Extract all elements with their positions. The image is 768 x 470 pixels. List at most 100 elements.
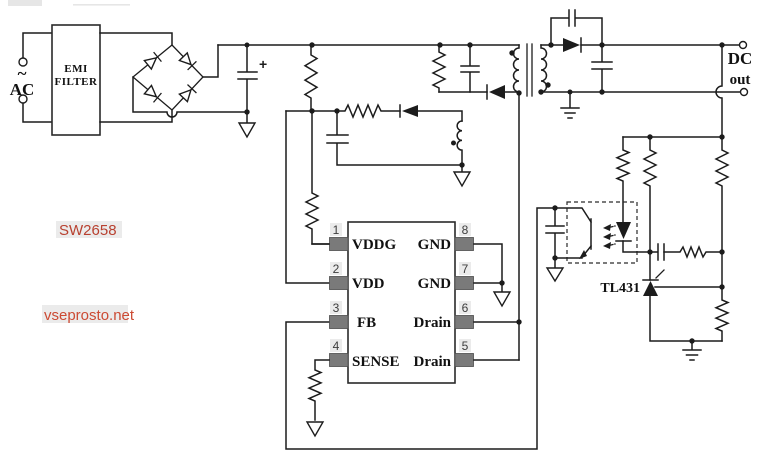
ground-earth-symbol <box>682 340 702 361</box>
pin4-number: 4 <box>333 339 340 353</box>
secondary-winding <box>540 44 548 93</box>
pad-pin3 <box>329 315 349 329</box>
clamp-resistor <box>431 44 447 93</box>
wire-drain-pins <box>473 321 520 361</box>
bridge-diode-br <box>178 84 197 103</box>
ic-body <box>347 221 456 384</box>
startup-resistor <box>303 44 319 112</box>
watermarks: SW2658 vseprosto.net <box>42 221 135 324</box>
divider-bottom-resistor <box>714 286 730 342</box>
aux-diode <box>402 105 418 117</box>
pad-pin7 <box>454 276 474 290</box>
primary-polarity-dot <box>509 50 515 56</box>
emi-label-1: EMI <box>64 63 88 75</box>
pad-pin8 <box>454 237 474 251</box>
aux-resistor <box>336 103 401 119</box>
aux-winding <box>456 120 463 166</box>
pin5-number: 5 <box>462 339 469 353</box>
scan-artifact <box>8 0 42 6</box>
led-bias-resistor <box>615 136 631 223</box>
ac-tilde: ~ <box>18 64 27 83</box>
feedback-rail <box>615 134 730 253</box>
series-resistor <box>663 244 723 260</box>
opto-filter-cap <box>545 207 565 259</box>
rcd-clamp <box>431 44 520 100</box>
hv-bus-rail <box>217 42 520 48</box>
ground-symbol <box>492 291 512 308</box>
wire-dc-minus <box>132 76 248 118</box>
optocoupler-box <box>566 201 638 264</box>
ac-label: AC <box>10 80 35 99</box>
clamp-capacitor <box>460 44 480 93</box>
pad-pin6 <box>454 315 474 329</box>
wire-vdd-pin <box>285 110 330 284</box>
emitter-arrow <box>579 250 587 259</box>
light-arrows <box>603 224 616 249</box>
wire <box>22 102 53 123</box>
bridge-diode-bl <box>143 84 162 103</box>
resistor <box>303 44 319 112</box>
bulk-capacitor: + <box>237 44 267 139</box>
pin2-number: 2 <box>333 262 340 276</box>
plus-sign: + <box>259 56 267 72</box>
vddg-resistor <box>304 110 330 245</box>
parallel-resistor <box>642 136 658 253</box>
highlight <box>56 221 122 238</box>
output-capacitor <box>591 44 613 93</box>
part-number-label: SW2658 <box>59 222 117 239</box>
diode-snubber-cap <box>550 9 603 46</box>
wire <box>99 32 173 46</box>
ac-terminal-bottom <box>18 94 28 104</box>
pin8-number: 8 <box>462 223 469 237</box>
scan-artifact-line <box>73 4 130 6</box>
primary-winding <box>512 44 520 93</box>
clamp-diode <box>489 85 505 99</box>
ic-pin-wiring <box>305 243 522 438</box>
wire-gnd-pins <box>473 243 503 284</box>
vdd-capacitor <box>326 110 463 166</box>
tl431-label: TL431 <box>600 281 640 296</box>
output-rectifier <box>538 9 741 119</box>
tl431-symbol <box>643 281 658 296</box>
series-cap <box>649 243 665 261</box>
pin7-number: 7 <box>462 262 469 276</box>
bulk-cap <box>237 44 258 113</box>
ground-symbol <box>545 267 565 283</box>
emi-label-2: FILTER <box>55 76 99 88</box>
dc-output-terminals: DC out <box>715 40 752 138</box>
pin3-label: FB <box>357 315 376 331</box>
emi-filter: EMI FILTER <box>51 24 173 136</box>
site-watermark: vseprosto.net <box>44 307 135 324</box>
ground-symbol <box>452 171 472 188</box>
pin2-label: VDD <box>352 276 385 292</box>
pin8-label: GND <box>418 237 452 253</box>
tl431-ref-tick <box>655 269 665 279</box>
wire-dc-plus <box>202 44 219 78</box>
pad-pin1 <box>329 237 349 251</box>
dc-out-terminal-minus <box>739 87 749 97</box>
bridge-diamond <box>131 44 204 111</box>
pad-pin2 <box>329 276 349 290</box>
optocoupler <box>545 201 651 283</box>
winding-polarity-dot <box>451 140 456 146</box>
sense-resistor <box>307 359 330 421</box>
ground-symbol <box>305 421 325 438</box>
pin1-number: 1 <box>333 223 340 237</box>
pin4-label: SENSE <box>352 354 400 370</box>
fb-return-wire <box>285 207 556 450</box>
wire <box>622 240 651 253</box>
pad-pin4 <box>329 353 349 367</box>
pad-pin5 <box>454 353 474 367</box>
wire <box>417 110 463 122</box>
wire <box>22 32 53 59</box>
pin1-label: VDDG <box>352 237 396 253</box>
pin7-label: GND <box>418 276 452 292</box>
pin6-label: Drain <box>414 315 452 331</box>
emi-filter-box <box>51 24 101 136</box>
capacitor <box>326 110 463 166</box>
bridge-diode-tr <box>178 51 197 71</box>
highlight <box>42 305 128 323</box>
ac-input: ~ AC <box>10 32 53 123</box>
transformer <box>509 43 551 361</box>
